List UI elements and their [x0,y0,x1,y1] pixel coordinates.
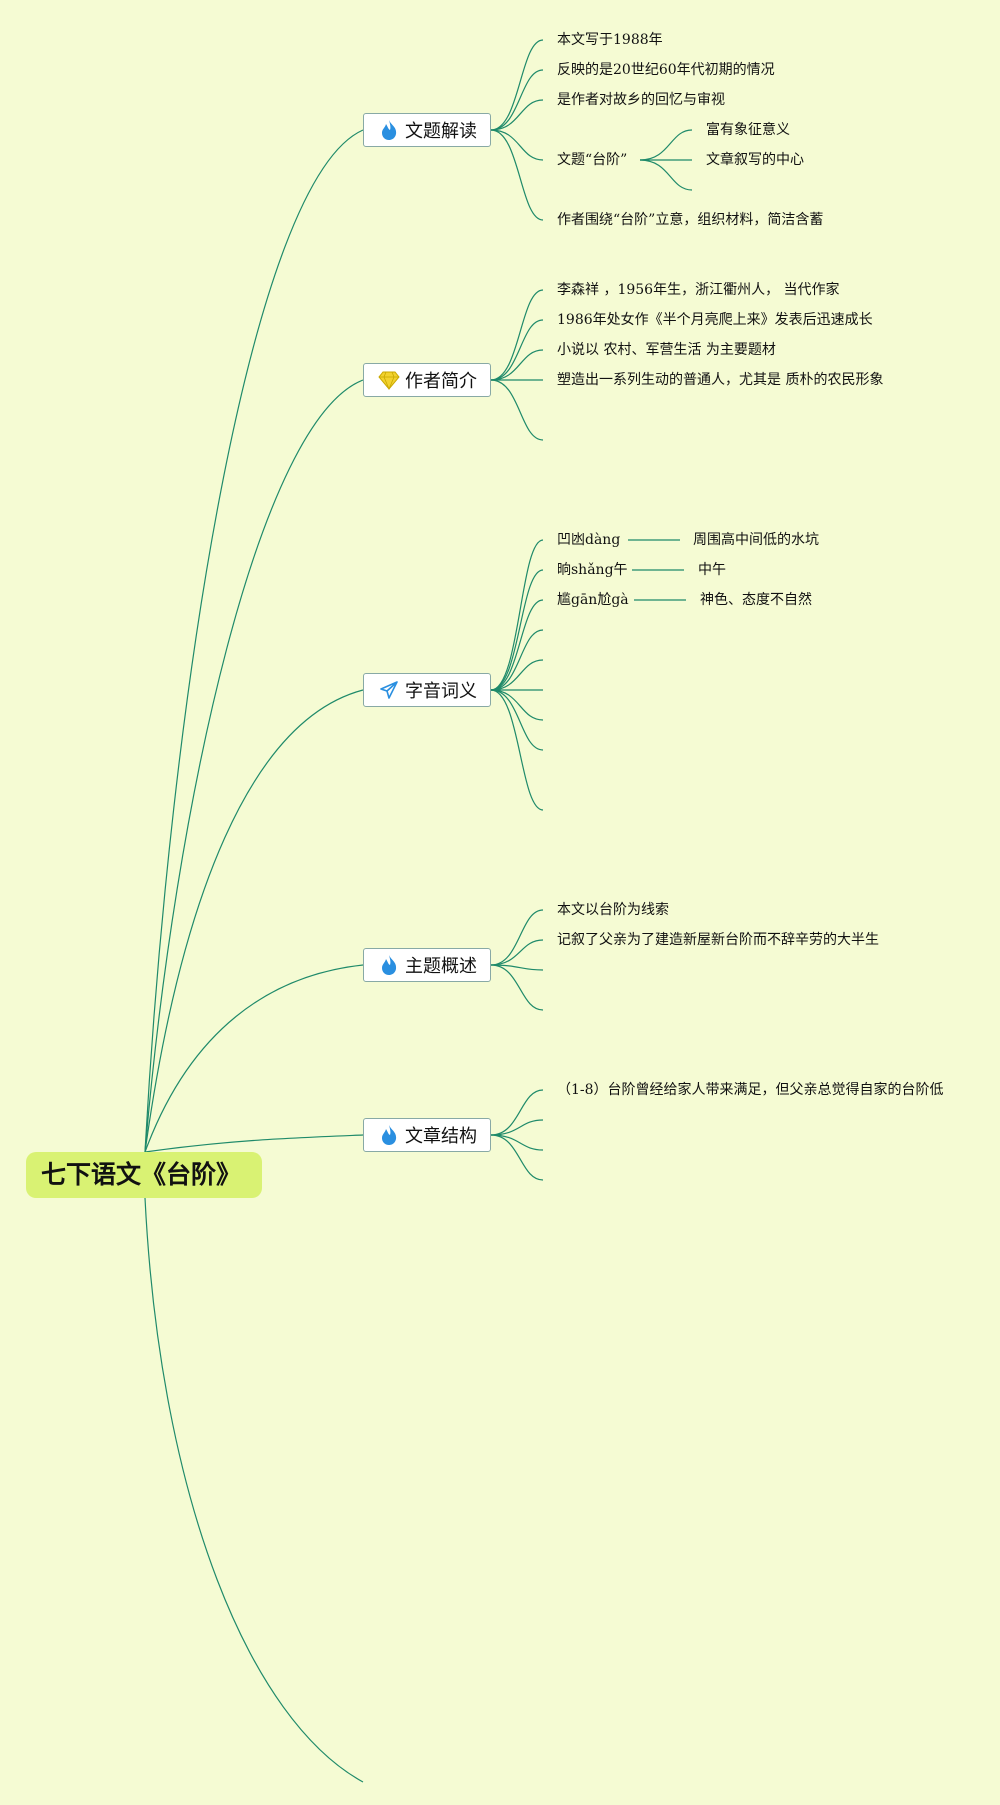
vocab-word: 尴gān尬gà [557,592,629,608]
leaf-text: 塑造出一系列生动的普通人，尤其是 质朴的农民形象 [557,372,884,388]
diamond-icon [377,368,401,392]
leaf-text: 记叙了父亲为了建造新屋新台阶而不辞辛劳的大半生 [557,932,879,948]
leaf-subtopic: 文题“台阶” [557,152,628,168]
paper-plane-icon [377,678,401,702]
leaf-text: 李森祥 ，1956年生，浙江衢州人， 当代作家 [557,282,840,298]
leaf-text: 富有象征意义 [706,122,790,138]
flame-icon [377,1123,401,1147]
vocab-word: 凹凼dàng [557,532,621,548]
topic-theme[interactable]: 主题概述 [363,948,491,982]
leaf-text: 作者围绕“台阶”立意，组织材料，简洁含蓄 [557,212,824,228]
vocab-meaning: 神色、态度不自然 [700,592,812,608]
leaf-text: 是作者对故乡的回忆与审视 [557,92,725,108]
topic-label: 字音词义 [405,681,477,702]
root-topic[interactable]: 七下语文《台阶》 [26,1152,262,1198]
flame-icon [377,118,401,142]
topic-label: 作者简介 [405,371,477,392]
vocab-meaning: 中午 [698,562,726,578]
topic-author[interactable]: 作者简介 [363,363,491,397]
topic-vocab[interactable]: 字音词义 [363,673,491,707]
flame-icon [377,953,401,977]
topic-label: 文题解读 [405,121,477,142]
topic-title-explain[interactable]: 文题解读 [363,113,491,147]
leaf-text: 文章叙写的中心 [706,152,804,168]
leaf-text: （1-8）台阶曾经给家人带来满足，但父亲总觉得自家的台阶低 [557,1082,944,1098]
leaf-text: 本文以台阶为线索 [557,902,669,918]
leaf-text: 反映的是20世纪60年代初期的情况 [557,62,775,78]
vocab-meaning: 周围高中间低的水坑 [693,532,819,548]
vocab-word: 晌shǎng午 [557,562,628,578]
leaf-text: 本文写于1988年 [557,32,663,48]
topic-label: 文章结构 [405,1126,477,1147]
leaf-text: 小说以 农村、军营生活 为主要题材 [557,342,776,358]
leaf-text: 1986年处女作《半个月亮爬上来》发表后迅速成长 [557,312,873,328]
topic-structure[interactable]: 文章结构 [363,1118,491,1152]
topic-label: 主题概述 [405,956,477,977]
